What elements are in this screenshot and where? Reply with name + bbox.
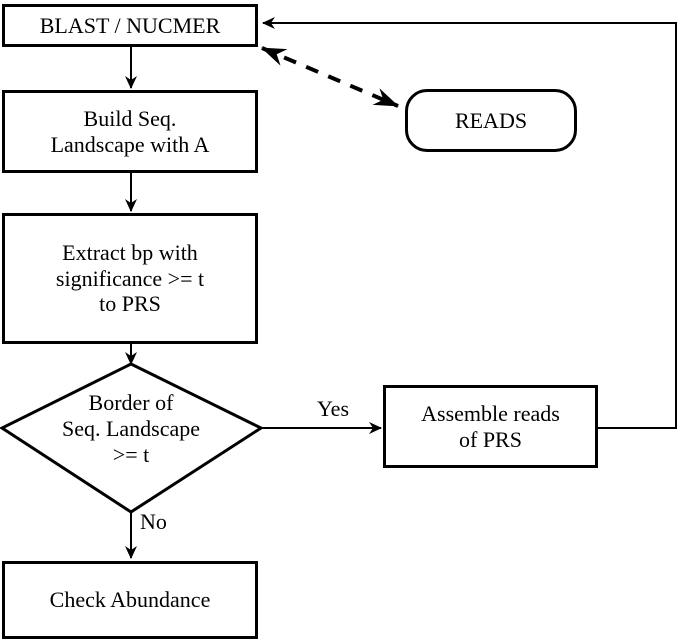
node-check-abundance-label: Check Abundance	[49, 587, 211, 613]
node-extract-bp-label: Extract bp with significance >= t to PRS	[55, 239, 205, 317]
node-border-decision[interactable]: Border of Seq. Landscape >= t	[22, 388, 240, 470]
node-build-landscape-label: Build Seq. Landscape with A	[50, 105, 210, 157]
node-reads[interactable]: READS	[405, 89, 577, 152]
node-border-decision-label: Border of Seq. Landscape >= t	[61, 390, 201, 467]
edge-blast-reads-bidirectional-dashed	[261, 46, 399, 108]
node-assemble-reads-label: Assemble reads of PRS	[421, 400, 560, 452]
node-blast-nucmer[interactable]: BLAST / NUCMER	[2, 4, 258, 47]
node-check-abundance[interactable]: Check Abundance	[2, 561, 258, 639]
node-build-landscape[interactable]: Build Seq. Landscape with A	[2, 90, 258, 173]
node-reads-label: READS	[454, 107, 528, 133]
edge-label-no: No	[140, 509, 167, 534]
node-blast-nucmer-label: BLAST / NUCMER	[39, 12, 221, 38]
node-extract-bp[interactable]: Extract bp with significance >= t to PRS	[2, 213, 258, 344]
edge-assemble-feedback-to-blast	[262, 17, 677, 429]
edge-label-yes: Yes	[317, 396, 350, 421]
node-assemble-reads[interactable]: Assemble reads of PRS	[383, 385, 598, 468]
